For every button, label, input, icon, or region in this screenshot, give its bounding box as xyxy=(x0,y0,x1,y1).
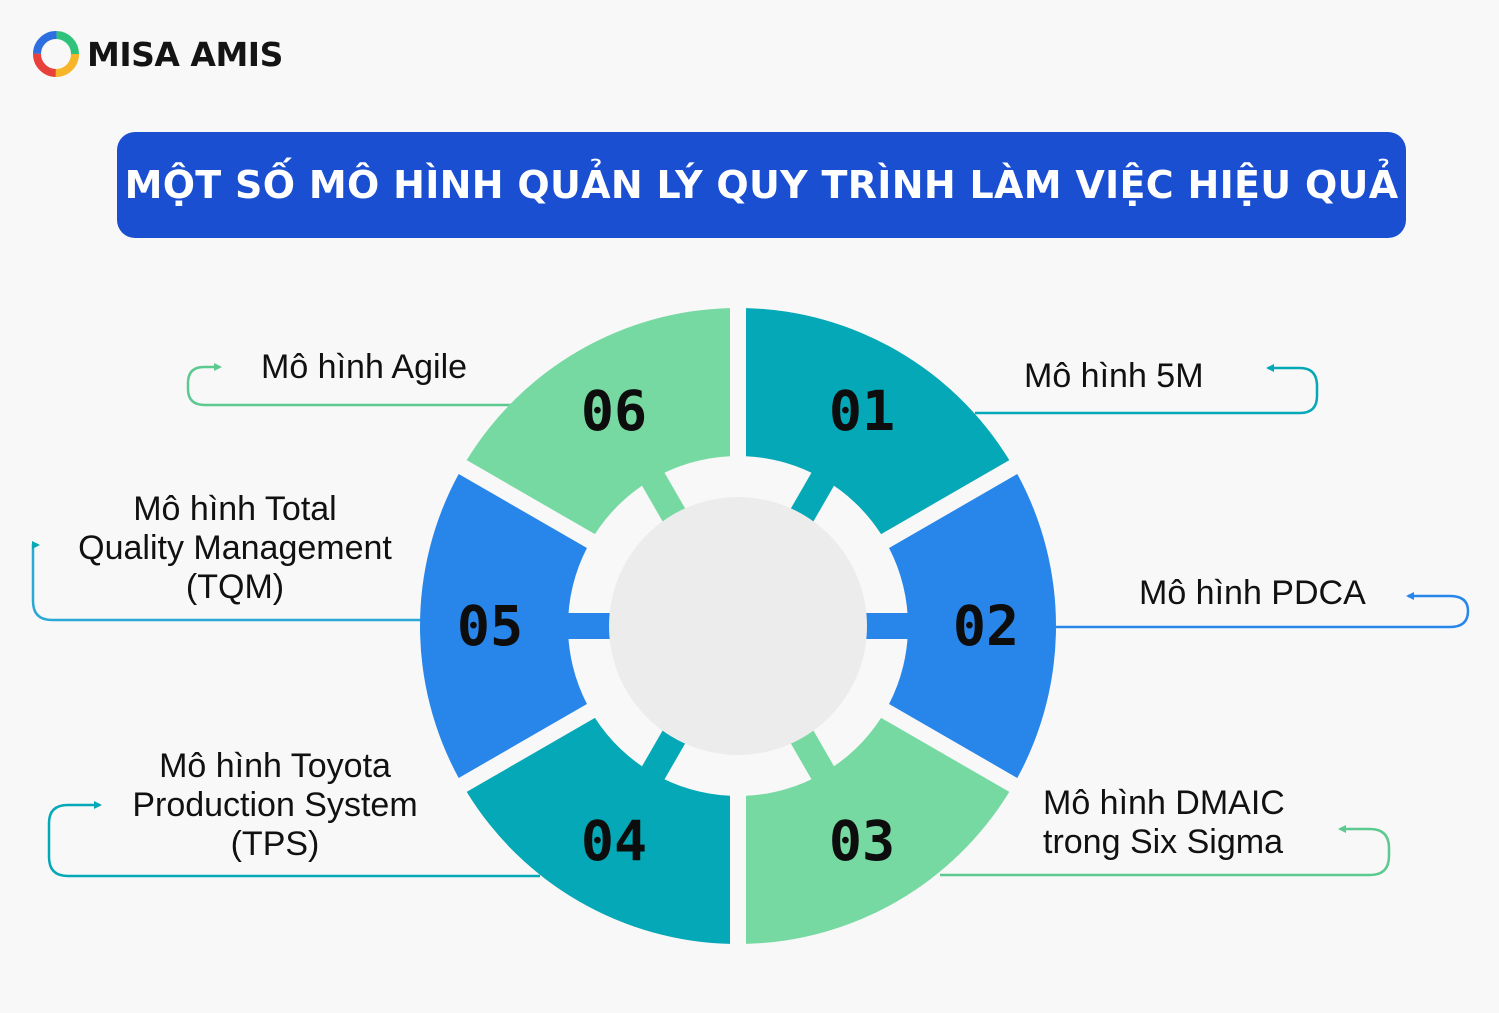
label-02-text: Mô hình PDCA xyxy=(1139,574,1366,612)
segment-01 xyxy=(746,308,1010,535)
label-05-line-3: (TQM) xyxy=(185,568,285,606)
label-02: Mô hình PDCA xyxy=(1139,574,1366,613)
segment-02 xyxy=(889,473,1056,779)
connector-03 xyxy=(940,825,1391,877)
segment-number-03: 03 xyxy=(829,809,895,873)
label-04-line-1: Mô hình Toyota xyxy=(159,747,391,785)
label-04: Mô hình Toyota Production System (TPS) xyxy=(110,747,440,864)
brand-logo: MISA AMIS xyxy=(33,31,283,77)
segment-number-04: 04 xyxy=(581,809,647,873)
page-title: MỘT SỐ MÔ HÌNH QUẢN LÝ QUY TRÌNH LÀM VIỆ… xyxy=(124,163,1399,207)
title-banner: MỘT SỐ MÔ HÌNH QUẢN LÝ QUY TRÌNH LÀM VIỆ… xyxy=(117,132,1406,238)
connector-04 xyxy=(47,801,540,878)
segment-06 xyxy=(466,308,730,535)
brand-name: MISA AMIS xyxy=(87,34,283,74)
connector-05 xyxy=(31,541,440,622)
segment-number-01: 01 xyxy=(829,379,895,443)
label-03: Mô hình DMAIC trong Six Sigma xyxy=(1043,784,1285,862)
label-03-line-1: Mô hình DMAIC xyxy=(1043,784,1285,822)
segment-05 xyxy=(419,473,587,779)
connector-06 xyxy=(186,363,512,407)
segment-number-06: 06 xyxy=(581,379,647,443)
label-04-line-3: (TPS) xyxy=(230,825,320,863)
label-06: Mô hình Agile xyxy=(261,348,467,387)
segment-number-05: 05 xyxy=(457,594,523,658)
label-05-line-1: Mô hình Total xyxy=(133,490,337,528)
center-hub xyxy=(609,497,867,755)
label-04-line-2: Production System xyxy=(132,786,418,824)
segment-number-02: 02 xyxy=(953,594,1019,658)
spoke-02 xyxy=(858,613,910,639)
connector-02 xyxy=(1047,592,1470,629)
label-03-line-2: trong Six Sigma xyxy=(1043,823,1283,861)
misa-logo-icon xyxy=(33,31,79,77)
label-01: Mô hình 5M xyxy=(1024,357,1204,396)
label-06-text: Mô hình Agile xyxy=(261,348,468,386)
label-05-line-2: Quality Management xyxy=(78,529,392,567)
label-01-text: Mô hình 5M xyxy=(1024,357,1204,395)
label-05: Mô hình Total Quality Management (TQM) xyxy=(60,490,410,607)
connector-01 xyxy=(975,364,1319,415)
spoke-05 xyxy=(566,613,618,639)
segment-03 xyxy=(746,717,1010,944)
segment-04 xyxy=(466,717,730,944)
